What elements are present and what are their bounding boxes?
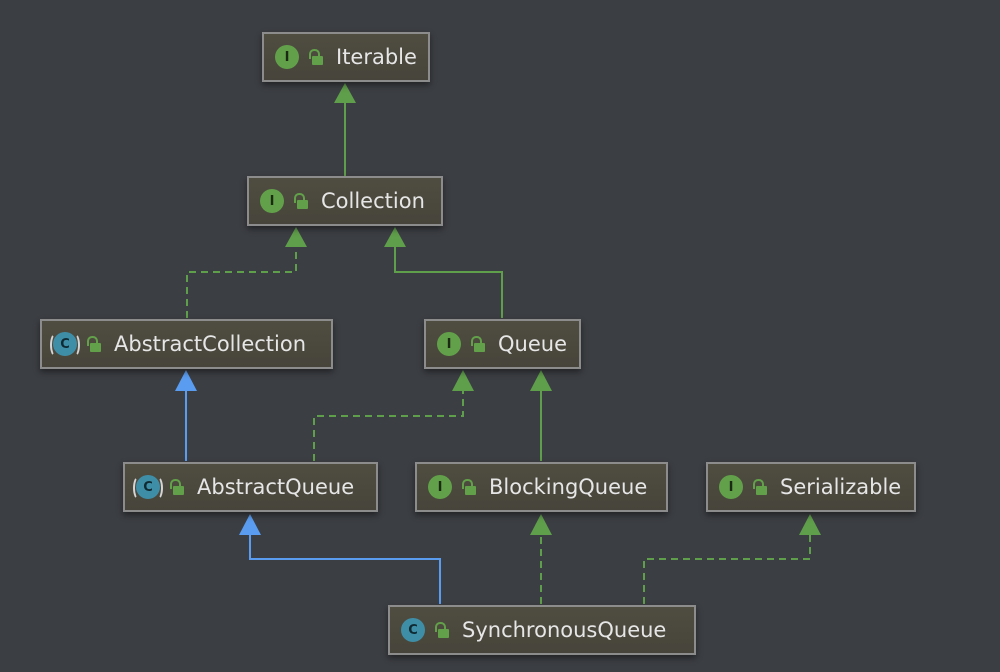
node-label: Iterable	[336, 44, 417, 69]
node-abstractqueue[interactable]: C AbstractQueue	[123, 462, 378, 512]
interface-icon: I	[428, 475, 452, 499]
node-abstractcollection[interactable]: C AbstractCollection	[40, 319, 333, 369]
abstract-class-icon: C	[50, 332, 80, 357]
arrowhead-iterable	[334, 83, 356, 103]
node-label: AbstractCollection	[114, 331, 307, 356]
public-lock-icon	[461, 478, 477, 496]
arrowhead-collection-left	[285, 227, 307, 247]
node-iterable[interactable]: I Iterable	[262, 32, 430, 82]
public-lock-icon	[470, 335, 486, 353]
public-lock-icon	[293, 192, 309, 210]
node-blockingqueue[interactable]: I BlockingQueue	[415, 462, 668, 512]
arrowhead-abstractcollection	[175, 370, 197, 391]
public-lock-icon	[308, 48, 324, 66]
edge-queue-collection	[394, 246, 503, 318]
public-lock-icon	[434, 621, 450, 639]
public-lock-icon	[169, 478, 185, 496]
edge-abstractqueue-queue	[313, 390, 464, 461]
edge-abstractcollection-collection	[186, 246, 297, 318]
interface-icon: I	[260, 189, 284, 213]
node-label: Serializable	[780, 474, 902, 499]
arrowhead-blockingqueue	[530, 514, 552, 535]
interface-icon: I	[275, 45, 299, 69]
node-label: SynchronousQueue	[462, 617, 667, 642]
interface-icon: I	[437, 332, 461, 356]
public-lock-icon	[86, 335, 102, 353]
arrowhead-serializable	[799, 514, 821, 535]
node-label: BlockingQueue	[489, 474, 648, 499]
abstract-class-icon: C	[133, 475, 163, 500]
edge-synchronousqueue-abstractqueue	[249, 534, 441, 604]
node-label: Collection	[321, 188, 425, 213]
arrowhead-abstractqueue	[239, 514, 261, 535]
node-synchronousqueue[interactable]: C SynchronousQueue	[388, 605, 696, 655]
node-label: AbstractQueue	[197, 474, 355, 499]
class-icon: C	[401, 618, 425, 642]
node-queue[interactable]: I Queue	[424, 319, 581, 369]
node-collection[interactable]: I Collection	[247, 176, 443, 226]
interface-icon: I	[719, 475, 743, 499]
arrowhead-collection-right	[384, 227, 406, 247]
node-label: Queue	[498, 331, 567, 356]
node-serializable[interactable]: I Serializable	[706, 462, 916, 512]
arrowhead-queue-left	[452, 370, 474, 391]
arrowhead-queue-right	[530, 370, 552, 391]
edge-synchronousqueue-serializable	[643, 534, 811, 604]
public-lock-icon	[752, 478, 768, 496]
